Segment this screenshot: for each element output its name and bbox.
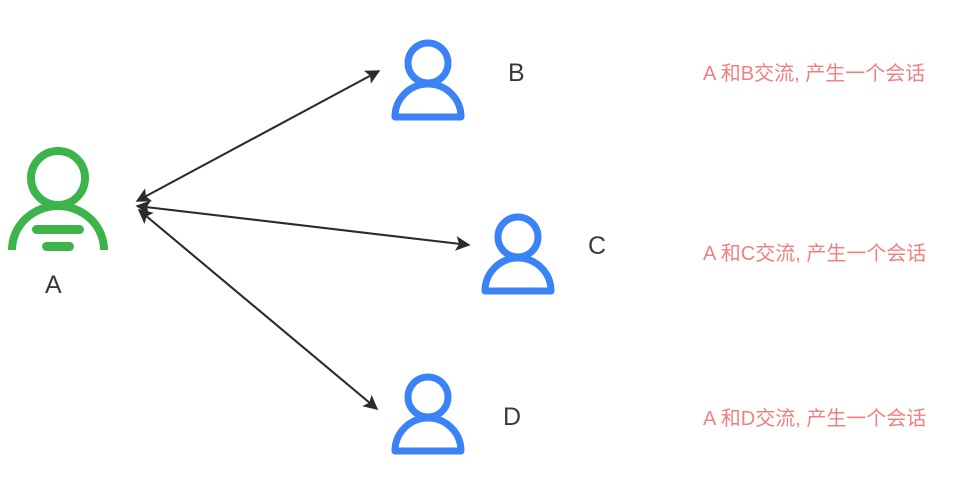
node-b[interactable] (388, 38, 468, 122)
node-label-b: B (508, 59, 525, 87)
connector-a-b (135, 70, 381, 202)
connector-a-c (135, 200, 471, 251)
person-green-icon (8, 147, 108, 251)
node-c[interactable] (478, 212, 558, 296)
connector-a-d (137, 209, 379, 410)
node-label-a: A (45, 271, 62, 299)
person-blue-icon (391, 39, 465, 121)
person-blue-icon (391, 373, 465, 455)
node-d[interactable] (388, 372, 468, 456)
person-blue-icon (481, 213, 555, 295)
node-label-d: D (503, 403, 522, 431)
node-label-c: C (588, 232, 607, 260)
node-a[interactable] (6, 142, 110, 254)
annotation-a-c: A 和C交流, 产生一个会话 (703, 243, 927, 265)
annotation-a-b: A 和B交流, 产生一个会话 (703, 63, 926, 85)
annotation-a-d: A 和D交流, 产生一个会话 (703, 408, 927, 430)
